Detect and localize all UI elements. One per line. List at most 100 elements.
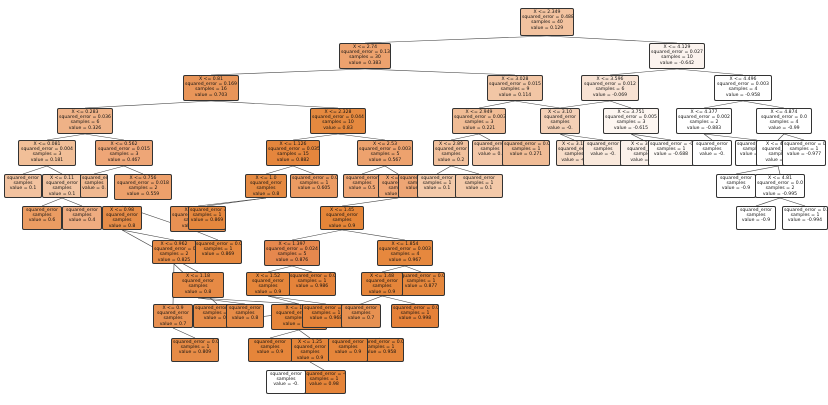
tree-edge [783, 133, 805, 141]
tree-edge [84, 100, 212, 109]
tree-node-line: squared_error = 0.0 [195, 306, 241, 311]
tree-node-line: squared_error = 0.0 [173, 340, 219, 345]
tree-node-line: squared_error [270, 372, 302, 377]
tree-node-line: samples [13, 181, 33, 187]
tree-edge [197, 297, 246, 305]
tree-node-line: squared_error = 0.044 [312, 115, 364, 121]
tree-node-line: squared_error [254, 340, 286, 345]
tree-node-line: squared_error [7, 176, 39, 181]
tree-node-line: squared_error = 0.027 [651, 50, 703, 56]
tree-node-line: samples = 1 [464, 181, 494, 187]
tree-edge [292, 133, 339, 141]
tree-edge [364, 35, 548, 44]
tree-node-line: squared_error = 0.0 [393, 306, 439, 311]
tree-node-line: value = 0.869 [190, 218, 224, 224]
tree-node-line: value = 0.1 [465, 186, 493, 192]
tree-node-line: samples = 4 [728, 87, 758, 93]
tree-node-line: value = 0.968 [282, 321, 316, 327]
tree-edge [478, 100, 516, 109]
tree-node-line: squared_error = 0.0 [304, 306, 350, 311]
tree-node-line: samples = 6 [70, 120, 100, 126]
tree-node-line: samples [746, 213, 766, 219]
tree-node-line: squared_error = 0.003 [717, 82, 769, 88]
tree-node-line: squared_error [26, 208, 58, 213]
tree-node-line: X <= 2.89 [439, 142, 463, 147]
tree-node-line: value = 0.9 [334, 350, 362, 356]
tree-node-line: squared_error = 0.488 [522, 15, 574, 21]
tree-node-line: samples = 1 [202, 311, 232, 317]
tree-edge [197, 297, 300, 305]
tree-node-line: X <= 4.496 [729, 77, 757, 82]
tree-edge [609, 100, 632, 109]
tree-node-line: squared_error = 0.018 [117, 181, 169, 187]
tree-node-line: samples = 30 [349, 55, 381, 61]
tree-node-line: samples = 2 [765, 186, 795, 192]
tree-node-line: value = 0.4 [68, 218, 96, 224]
tree-node-line: value = 0.703 [194, 92, 228, 98]
tree-node-line: value = 0.221 [462, 125, 496, 131]
tree-node-line: value = 0.882 [276, 157, 310, 163]
tree-node-line: squared_error [740, 208, 772, 213]
tree-edge [197, 231, 219, 241]
tree-node-line: samples [633, 152, 653, 158]
tree-node-line: squared_error = 0.015 [489, 82, 541, 88]
tree-node-line: value = 0.967 [388, 257, 422, 263]
tree-edge [267, 265, 293, 273]
tree-edge [559, 100, 611, 109]
tree-edge [450, 133, 480, 141]
tree-node-line: squared_error = 0.0 [275, 311, 323, 317]
tree-node-line: squared_error = 0.0 [154, 247, 196, 253]
tree-node-line: X <= 4.129 [663, 45, 691, 50]
tree-node-line: value = 0. [478, 152, 502, 158]
tree-node-line: samples = 5 [277, 252, 307, 258]
tree-node-line: squared_error [229, 306, 261, 311]
tree-node-line: squared_error [345, 306, 377, 311]
tree-node-line: value = 0.9 [328, 223, 356, 229]
tree-node-line: samples [258, 284, 278, 290]
tree-node-line: value = 0.1 [48, 191, 76, 197]
tree-node-line: value = 0.968 [309, 316, 343, 322]
tree-node-line: samples = 3 [616, 120, 646, 126]
tree-edge [514, 100, 561, 109]
tree-node-line: squared_error = 0.002 [678, 115, 730, 121]
tree-node-line: samples [112, 218, 132, 224]
tree-node-line: value = 0.9 [256, 350, 284, 356]
tree-node-line: X <= 0.9 [162, 306, 184, 311]
tree-node-line: squared_error [332, 340, 364, 345]
tree-node-line: squared_error = 0.0 [292, 176, 338, 181]
tree-node-line: squared_error [46, 181, 78, 187]
tree-node-line: value = 0.8 [184, 289, 212, 295]
tree-node-line: value = -0. [590, 152, 616, 158]
tree-edge [210, 100, 339, 109]
tree-node-line: value = 0.9 [254, 289, 282, 295]
tree-node-line: X <= 3.88 [631, 142, 655, 147]
tree-edge [265, 165, 294, 175]
tree-node-line: value = 0.876 [275, 257, 309, 263]
tree-node-line: samples = 1 [511, 147, 541, 153]
tree-node-line: squared_error [157, 311, 189, 317]
tree-edge [298, 329, 311, 339]
tree-node-line: samples = 3 [109, 152, 139, 158]
tree-node-line: samples = 5 [370, 152, 400, 158]
